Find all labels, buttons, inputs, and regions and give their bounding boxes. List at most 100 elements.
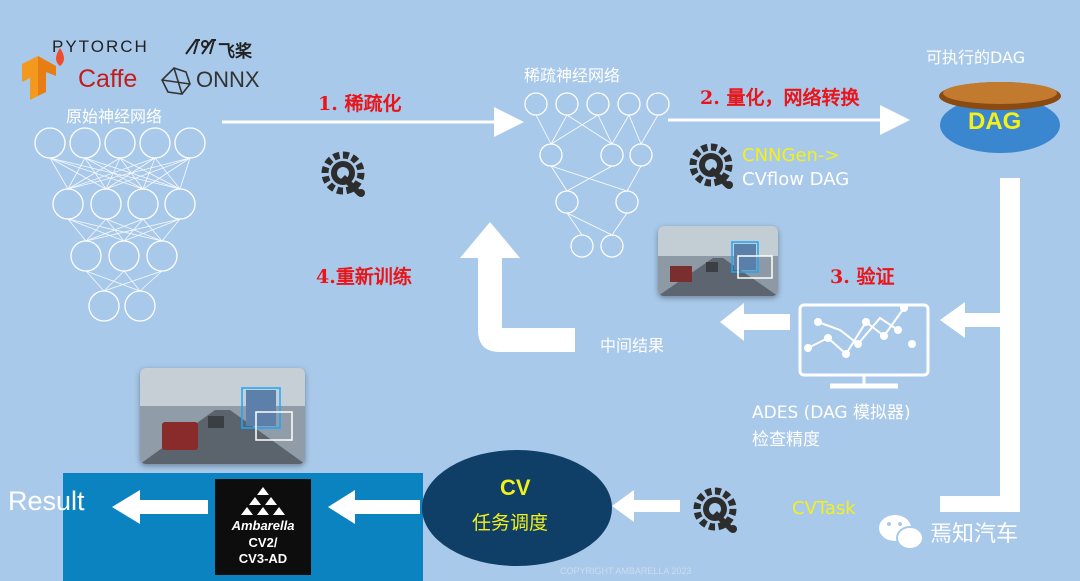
network-node <box>139 127 171 159</box>
network-edge <box>597 114 613 145</box>
network-edge <box>566 114 613 145</box>
network-edge <box>49 157 69 190</box>
network-edge <box>84 157 181 190</box>
network-node <box>646 92 670 116</box>
caffe-label: Caffe <box>78 65 138 93</box>
network-edge <box>85 270 105 292</box>
network-edge <box>85 218 144 242</box>
network-edge <box>123 218 181 242</box>
step3-label: 3. 验证 <box>830 266 895 288</box>
gear-wrench-icon <box>325 155 365 197</box>
network-node <box>524 92 548 116</box>
network-edge <box>49 157 107 190</box>
original-network-graph <box>34 127 206 322</box>
network-edge <box>67 157 121 190</box>
arrow-right-band <box>940 178 1020 512</box>
network-node <box>164 188 196 220</box>
arrow-to-ades <box>940 302 1000 338</box>
network-edge <box>640 114 659 145</box>
network-edge <box>105 157 121 190</box>
cv-title: CV <box>500 475 531 500</box>
paddle-label: 飞桨 <box>218 42 252 61</box>
network-node <box>104 127 136 159</box>
network-edge <box>85 218 107 242</box>
network-edge <box>85 218 181 242</box>
network-node <box>34 127 66 159</box>
network-edge <box>626 165 642 192</box>
network-node <box>69 127 101 159</box>
ades-label: ADES (DAG 模拟器) <box>752 403 911 423</box>
network-edge <box>550 114 568 145</box>
network-edge <box>84 157 144 190</box>
network-edge <box>67 157 86 190</box>
network-node <box>146 240 178 272</box>
sparse-network-label: 稀疏神经网络 <box>524 66 621 85</box>
network-edge <box>566 165 613 192</box>
network-edge <box>105 157 191 190</box>
arrow-to-chip <box>328 490 420 524</box>
cnngen-label: CNNGen-> <box>742 145 840 166</box>
network-node <box>600 234 624 258</box>
network-edge <box>611 212 628 236</box>
cvflow-dag-label: CVflow DAG <box>742 169 850 190</box>
network-edge <box>119 157 181 190</box>
network-edge <box>67 157 191 190</box>
network-node <box>127 188 159 220</box>
arrow-retrain <box>460 222 575 352</box>
copyright-label: COPYRIGHT AMBARELLA 2023 <box>560 566 692 576</box>
network-node <box>174 127 206 159</box>
tensorflow-logo <box>22 56 56 100</box>
arrow-to-cv <box>612 490 680 522</box>
network-edge <box>49 157 144 190</box>
intermediate-result-label: 中间结果 <box>600 336 665 355</box>
network-edge <box>103 270 125 292</box>
cv-scheduler-ellipse <box>422 450 612 566</box>
network-edge <box>85 270 141 292</box>
gear-wrench-icon <box>697 491 737 533</box>
network-node <box>629 143 653 167</box>
cv-subtitle: 任务调度 <box>472 512 549 534</box>
network-node <box>615 190 639 214</box>
onnx-logo-icon <box>161 67 191 95</box>
network-edge <box>84 157 107 190</box>
network-edge <box>550 114 599 145</box>
network-edge <box>628 114 642 145</box>
arrow-to-intermediate <box>720 303 790 341</box>
network-node <box>52 188 84 220</box>
ambarella-logo-icon <box>241 487 285 515</box>
cvtask-label: CVTask <box>792 498 856 519</box>
network-node <box>570 234 594 258</box>
network-node <box>88 290 120 322</box>
step2-label: 2. 量化，网络转换 <box>700 87 860 109</box>
original-network-label: 原始神经网络 <box>66 107 163 126</box>
car-photo-large <box>140 368 305 464</box>
step4-label: 4.重新训练 <box>316 266 412 288</box>
network-edge <box>67 157 156 190</box>
car-photo-small <box>658 226 778 296</box>
network-edge <box>535 114 552 145</box>
pytorch-flame-icon <box>56 48 64 66</box>
chip-model-line1: CV2/ <box>248 535 278 550</box>
network-node <box>124 290 156 322</box>
gear-wrench-icon <box>693 147 733 189</box>
network-node <box>70 240 102 272</box>
network-edge <box>566 212 583 236</box>
check-accuracy-label: 检查精度 <box>752 430 820 450</box>
executable-dag-label: 可执行的DAG <box>926 48 1026 67</box>
monitor-icon <box>798 303 930 389</box>
network-node <box>617 92 641 116</box>
chip-model-line2: CV3-AD <box>238 551 288 566</box>
network-edge <box>49 157 181 190</box>
network-node <box>108 240 140 272</box>
network-node <box>539 143 563 167</box>
network-edge <box>566 212 613 236</box>
pytorch-label: PYTORCH <box>52 37 149 56</box>
network-edge <box>67 218 87 242</box>
dag-label: DAG <box>968 108 1022 135</box>
step1-label: 1. 稀疏化 <box>318 93 402 115</box>
chip-brand-label: Ambarella <box>231 518 295 533</box>
paddle-logo-icon <box>185 39 216 55</box>
network-node <box>600 143 624 167</box>
network-edge <box>550 165 568 192</box>
